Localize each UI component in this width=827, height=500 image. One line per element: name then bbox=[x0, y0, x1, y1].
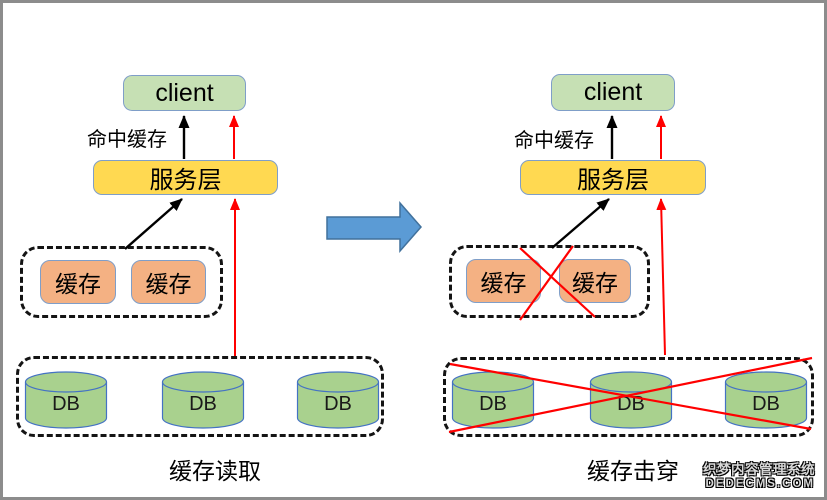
right-db-label-1: DB bbox=[479, 393, 507, 415]
left-db-cylinder-3: DB bbox=[296, 371, 380, 431]
right-hit-cache-label: 命中缓存 bbox=[514, 130, 594, 152]
right-db-cylinder-3: DB bbox=[724, 371, 808, 431]
right-caption: 缓存击穿 bbox=[587, 458, 679, 484]
left-cache-label-2: 缓存 bbox=[145, 271, 192, 297]
left-service-layer-label: 服务层 bbox=[149, 167, 222, 194]
right-db-label-2: DB bbox=[617, 393, 645, 415]
left-client-label: client bbox=[155, 78, 214, 107]
left-cache-to-service-arrow bbox=[124, 198, 183, 250]
left-db-cylinder-1: DB bbox=[24, 371, 108, 431]
left-cache-box-1: 缓存 bbox=[40, 260, 116, 304]
left-service-layer-box: 服务层 bbox=[93, 160, 278, 195]
right-service-layer-box: 服务层 bbox=[520, 160, 706, 195]
right-cache-label-1: 缓存 bbox=[480, 270, 527, 296]
left-cache-box-2: 缓存 bbox=[131, 260, 206, 304]
right-cache-label-2: 缓存 bbox=[572, 270, 618, 296]
right-cache-box-1: 缓存 bbox=[466, 259, 541, 303]
right-cache-to-service-arrow bbox=[551, 198, 610, 249]
watermark: 织梦内容管理系统 DEDECMS.COM bbox=[703, 462, 815, 491]
left-db-group-box bbox=[16, 356, 384, 437]
right-service-layer-label: 服务层 bbox=[577, 167, 649, 194]
left-hit-cache-label: 命中缓存 bbox=[87, 129, 167, 151]
right-db-label-3: DB bbox=[752, 393, 780, 415]
left-caption: 缓存读取 bbox=[169, 458, 261, 484]
left-db-label-1: DB bbox=[52, 393, 80, 415]
right-client-label: client bbox=[583, 78, 643, 106]
right-db-to-service-red-arrow bbox=[656, 198, 667, 356]
database-cylinder-icon bbox=[24, 371, 108, 429]
right-db-cylinder-2: DB bbox=[589, 371, 673, 431]
left-db-label-2: DB bbox=[189, 393, 217, 415]
right-cache-box-2: 缓存 bbox=[559, 259, 631, 303]
watermark-line2: DEDECMS.COM bbox=[705, 477, 815, 490]
left-cache-label-1: 缓存 bbox=[55, 271, 101, 297]
right-client-box: client bbox=[551, 74, 675, 111]
right-db-cylinder-1: DB bbox=[451, 371, 535, 431]
watermark-line1: 织梦内容管理系统 bbox=[703, 462, 815, 477]
left-db-cylinder-2: DB bbox=[161, 371, 245, 431]
left-client-box: client bbox=[123, 75, 246, 111]
database-cylinder-icon bbox=[161, 371, 245, 429]
left-cache-group-box bbox=[20, 246, 223, 318]
left-db-label-3: DB bbox=[324, 393, 352, 415]
transition-right-arrow-icon bbox=[326, 201, 422, 253]
database-cylinder-icon bbox=[296, 371, 380, 429]
